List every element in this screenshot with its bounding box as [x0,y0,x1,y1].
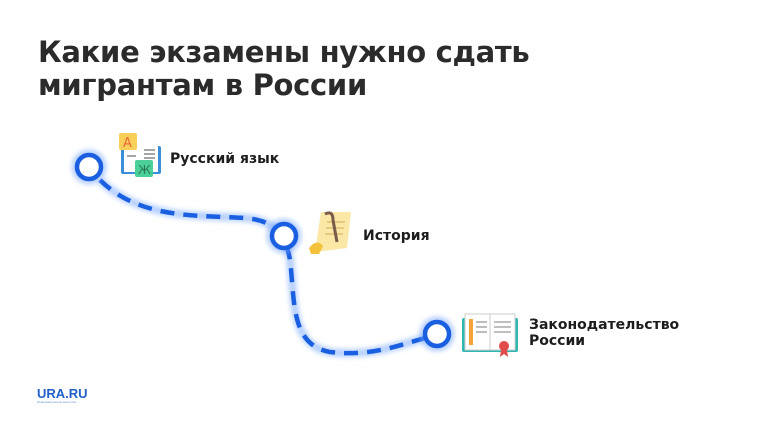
open-book-law-icon [462,313,518,357]
svg-text:A: A [123,136,132,151]
title-line-2: мигрантам в России [38,68,367,102]
step-label-law-line-2: России [529,333,586,349]
step-label-russian: Русский язык [170,151,280,167]
waypoint-2 [266,218,302,254]
book-letters-icon: A Ж [119,133,161,177]
step-label-history: История [363,228,430,244]
waypoint-3 [419,316,455,352]
step-label-law-line-1: Законодательство [529,317,680,333]
step-label-law: Законодательство России [529,317,679,349]
page-title: Какие экзамены нужно сдать мигрантам в Р… [38,35,530,102]
ura-logo: URA.RU Информационное агентство [37,387,88,404]
svg-text:Ж: Ж [138,163,151,177]
waypoint-1 [71,149,107,185]
title-line-1: Какие экзамены нужно сдать [38,35,530,69]
logo-tagline: Информационное агентство [37,400,77,404]
scroll-quill-icon [309,211,351,254]
logo-name: URA.RU [37,386,88,401]
dashed-route [98,178,426,356]
